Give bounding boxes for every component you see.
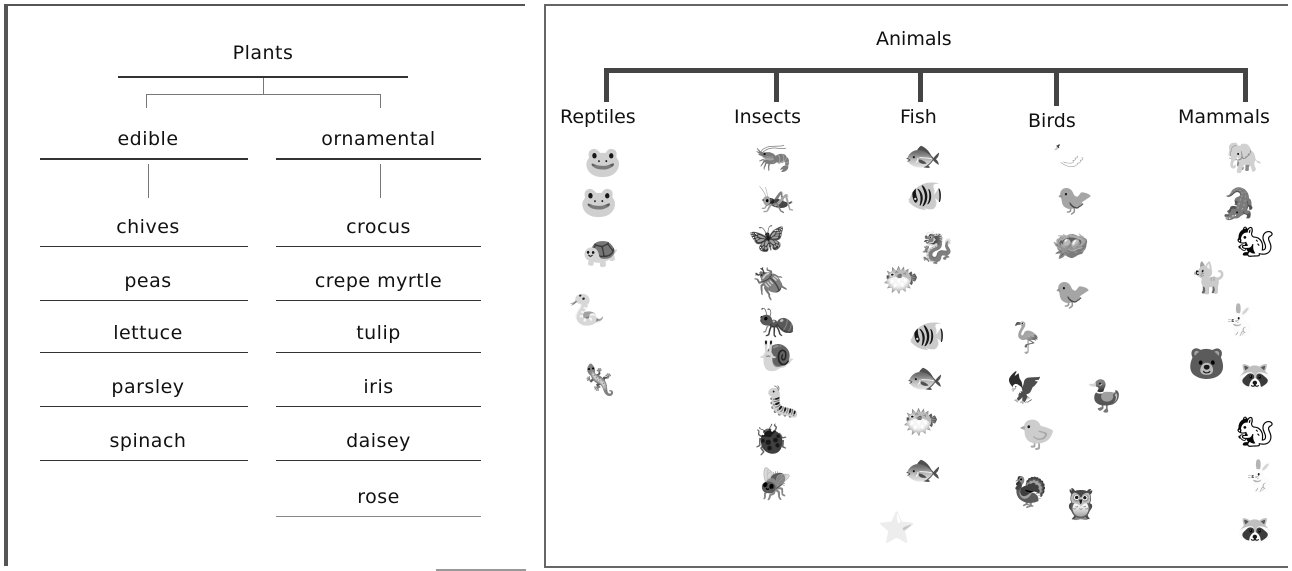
stingray-icon: 🐡	[882, 266, 919, 296]
plants-title: Plants	[188, 42, 338, 64]
edible-item: peas	[48, 270, 248, 292]
moth-icon: 🦋	[748, 224, 785, 254]
caterpillar-icon: 🐛	[764, 388, 801, 418]
item-underline	[40, 246, 248, 247]
group-insects: Insects	[734, 106, 801, 128]
item-underline	[276, 300, 481, 301]
owl-icon: 🦉	[1062, 490, 1099, 520]
tree-drop-mammals	[1243, 68, 1248, 102]
bracket-right-drop	[380, 94, 381, 108]
raccoon-icon: 🦝	[1236, 516, 1273, 546]
item-underline	[276, 352, 481, 353]
animals-panel: Animals Reptiles Insects Fish Birds Mamm…	[544, 4, 1288, 568]
snail-icon: 🐌	[758, 342, 795, 372]
beetle-icon: 🪲	[752, 270, 789, 300]
bracket-left-drop	[146, 94, 147, 108]
squirrel-icon: 🐿	[1236, 228, 1274, 258]
tree-drop-reptiles	[604, 68, 609, 102]
frog-icon: 🐸	[580, 188, 617, 218]
ornamental-item: iris	[276, 376, 481, 398]
elephant-icon: 🐘	[1226, 144, 1263, 174]
swan-icon: 🦢	[1052, 142, 1089, 172]
raccoon-icon: 🦝	[1236, 362, 1273, 392]
item-underline	[40, 460, 248, 461]
seahorse-icon: 🐉	[918, 234, 955, 264]
item-underline	[276, 516, 481, 517]
edible-item: spinach	[48, 430, 248, 452]
woodpecker-icon: 🐦	[1054, 280, 1091, 310]
ornamental-item: crocus	[276, 216, 481, 238]
ant-icon: 🐜	[758, 308, 795, 338]
squirrel-icon: 🐿	[1236, 418, 1274, 448]
turkey-icon: 🦃	[1012, 478, 1049, 508]
eagle-icon: 🦅	[1006, 374, 1043, 404]
animals-title: Animals	[876, 28, 952, 50]
edible-item: lettuce	[48, 322, 248, 344]
flamingo-icon: 🦩	[1008, 324, 1045, 354]
rabbit-icon: 🐇	[1222, 306, 1259, 336]
tree-drop-fish	[918, 68, 923, 102]
ornamental-stem	[380, 164, 381, 198]
lizard-icon: 🦎	[580, 366, 617, 396]
starfish-icon: ⭐	[878, 514, 915, 544]
item-underline	[40, 406, 248, 407]
ornamental-item: tulip	[276, 322, 481, 344]
bird-icon: 🐤	[1018, 420, 1055, 450]
dragonfly-icon: 🪰	[756, 470, 793, 500]
plants-panel: Plants edible ornamental chives peas let…	[4, 4, 525, 566]
bracket-horizontal	[146, 94, 380, 95]
alligator-icon: 🐊	[1220, 190, 1257, 220]
edible-item: parsley	[48, 376, 248, 398]
item-underline	[276, 406, 481, 407]
group-reptiles: Reptiles	[560, 106, 636, 128]
fish-icon: 🐟	[904, 142, 941, 172]
group-mammals: Mammals	[1178, 106, 1270, 128]
cat-icon: 🐈	[1190, 264, 1227, 294]
group-fish: Fish	[900, 106, 937, 128]
snake-icon: 🐍	[568, 296, 605, 326]
toucan-icon: 🐦	[1056, 186, 1093, 216]
bracket-center-stem	[263, 78, 264, 94]
item-underline	[40, 352, 248, 353]
tree-horizontal-bar	[604, 68, 1248, 73]
item-underline	[276, 246, 481, 247]
grasshopper-icon: 🦗	[758, 184, 795, 214]
fishbowl-icon: 🐠	[906, 182, 943, 212]
category-edible-underline	[40, 158, 248, 160]
category-ornamental-underline	[276, 158, 481, 160]
nest-icon: 🪺	[1052, 232, 1089, 262]
rabbit-icon: 🐇	[1242, 462, 1279, 492]
ornamental-item: rose	[276, 486, 481, 508]
tropical-fish-icon: 🐠	[908, 322, 945, 352]
bug-icon: 🐞	[752, 426, 789, 456]
edible-stem	[148, 164, 149, 198]
duck-icon: 🦆	[1086, 382, 1123, 412]
fish-icon: 🐟	[904, 456, 941, 486]
fish-icon: 🐟	[906, 364, 943, 394]
group-birds: Birds	[1028, 110, 1076, 132]
item-underline	[276, 460, 481, 461]
category-edible: edible	[48, 128, 248, 150]
shrimp-icon: 🦐	[754, 144, 791, 174]
frog-icon: 🐸	[584, 148, 621, 178]
bear-icon: 🐻	[1188, 350, 1225, 380]
tree-drop-insects	[774, 68, 779, 102]
item-underline	[40, 300, 248, 301]
turtle-icon: 🐢	[582, 238, 619, 268]
fish-icon: 🐡	[902, 408, 939, 438]
ornamental-item: crepe myrtle	[276, 270, 481, 292]
category-ornamental: ornamental	[276, 128, 481, 150]
tree-drop-birds	[1054, 68, 1059, 106]
ornamental-item: daisey	[276, 430, 481, 452]
edible-item: chives	[48, 216, 248, 238]
